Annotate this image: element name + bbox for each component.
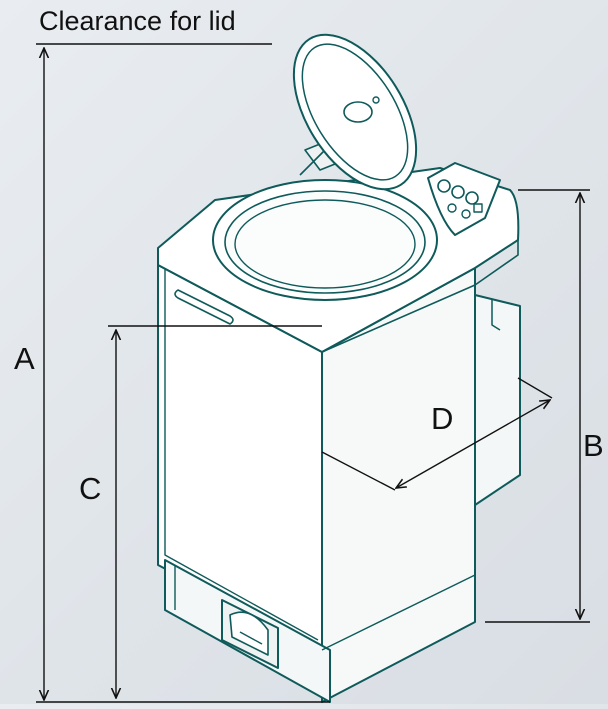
tub-rim-inner [224, 190, 426, 294]
side-panel [474, 294, 521, 506]
foot-pedal [221, 599, 279, 669]
appliance-drawing [157, 33, 521, 703]
dimension-a-label: A [14, 341, 35, 376]
control-panel [427, 162, 501, 236]
clearance-label: Clearance for lid [39, 6, 236, 36]
lid [292, 33, 418, 191]
dimension-c-label: C [79, 471, 102, 506]
dimension-d-label: D [431, 401, 454, 436]
dimension-b-label: B [583, 428, 604, 463]
dimension-d-line [396, 400, 550, 488]
dimension-lines [36, 43, 590, 703]
handle-slot [174, 289, 234, 325]
